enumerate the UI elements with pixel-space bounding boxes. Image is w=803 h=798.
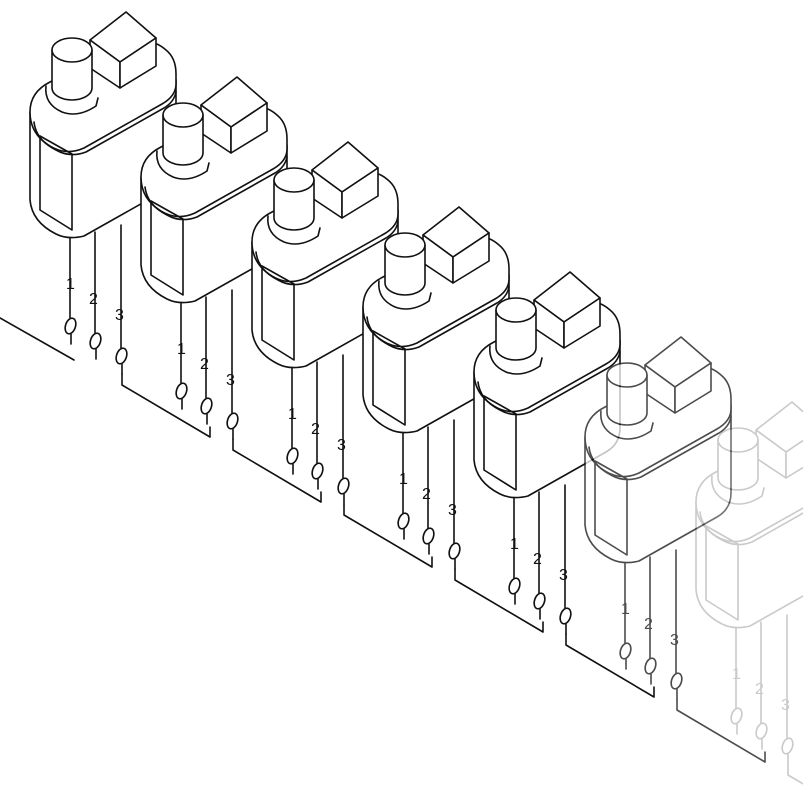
pin-label: 1 (66, 276, 75, 293)
round-cap-top (606, 362, 648, 388)
pin-terminal (397, 512, 410, 530)
pin-terminal (533, 592, 546, 610)
pin-terminal (64, 317, 77, 335)
connector-unit: 123 (140, 76, 322, 503)
connector-unit: 123 (473, 271, 655, 698)
pin-label: 1 (288, 406, 297, 423)
bus-wire (787, 763, 803, 785)
round-cap-side (606, 374, 648, 426)
bus-wire (343, 503, 433, 568)
pin-terminal (448, 542, 461, 560)
bus-wire (121, 373, 211, 438)
pin-terminal (337, 477, 350, 495)
bus-wire-lead (0, 317, 75, 361)
pin-label: 1 (510, 536, 519, 553)
round-cap-collar (600, 410, 654, 440)
pin-label: 3 (448, 502, 457, 519)
connector-unit: 123 (584, 336, 766, 763)
pin-terminal (311, 462, 324, 480)
pin-terminal (644, 657, 657, 675)
pin-terminal (619, 642, 632, 660)
connector-top (695, 430, 803, 543)
pin-terminal (89, 332, 102, 350)
connector-window (39, 135, 73, 231)
bus-wire (454, 568, 544, 633)
pin-label: 2 (533, 551, 542, 568)
square-cap-right (785, 439, 803, 479)
square-cap-right (452, 232, 490, 284)
round-cap-side (51, 49, 93, 101)
pin-label: 1 (621, 601, 630, 618)
square-cap-right (674, 362, 712, 414)
connector-window (483, 395, 517, 491)
pin-label: 3 (670, 632, 679, 649)
pin-label: 3 (337, 437, 346, 454)
round-cap-top (384, 232, 426, 258)
bus-wire (676, 698, 766, 763)
connector-unit: 123 (362, 206, 544, 633)
connector-window (261, 265, 295, 361)
pin-label: 3 (781, 697, 790, 714)
pin-terminal (508, 577, 521, 595)
connector-unit: 123 (29, 11, 211, 438)
pin-label: 3 (115, 307, 124, 324)
square-cap-right (119, 37, 157, 89)
pin-label: 2 (200, 356, 209, 373)
connector-unit: 123 (695, 401, 803, 785)
pin-terminal (559, 607, 572, 625)
pin-terminal (286, 447, 299, 465)
connector-window (150, 200, 184, 296)
round-cap-side (162, 114, 204, 166)
pin-terminal (730, 707, 743, 725)
round-cap-side (495, 309, 537, 361)
pin-terminal (200, 397, 213, 415)
round-cap-collar (267, 215, 321, 245)
round-cap-collar (378, 280, 432, 310)
connector-rim (699, 511, 803, 546)
connector-window (705, 525, 739, 621)
round-cap-side (717, 439, 759, 491)
pin-label: 2 (755, 681, 764, 698)
round-cap-top (717, 427, 759, 453)
connector-body (695, 477, 803, 629)
connector-window (372, 330, 406, 426)
pin-label: 2 (644, 616, 653, 633)
round-cap-collar (711, 475, 765, 505)
round-cap-top (51, 37, 93, 63)
pin-label: 3 (559, 567, 568, 584)
round-cap-collar (45, 85, 99, 115)
pin-terminal (670, 672, 683, 690)
round-cap-collar (489, 345, 543, 375)
square-cap-right (341, 167, 379, 219)
bus-wire (565, 633, 655, 698)
pin-label: 2 (422, 486, 431, 503)
pin-label: 1 (399, 471, 408, 488)
square-cap-top (755, 401, 803, 453)
pin-label: 2 (89, 291, 98, 308)
pin-terminal (422, 527, 435, 545)
square-cap-right (563, 297, 601, 349)
pin-terminal (175, 382, 188, 400)
round-cap-side (273, 179, 315, 231)
pin-terminal (115, 347, 128, 365)
pin-label: 2 (311, 421, 320, 438)
connector-unit: 123 (251, 141, 433, 568)
round-cap-top (495, 297, 537, 323)
pin-label: 1 (732, 666, 741, 683)
pin-terminal (781, 737, 794, 755)
round-cap-collar (156, 150, 210, 180)
pin-terminal (226, 412, 239, 430)
round-cap-top (273, 167, 315, 193)
pin-terminal (755, 722, 768, 740)
square-cap-right (230, 102, 268, 154)
connector-window (594, 460, 628, 556)
round-cap-side (384, 244, 426, 296)
round-cap-top (162, 102, 204, 128)
pin-label: 1 (177, 341, 186, 358)
bus-wire (232, 438, 322, 503)
pin-label: 3 (226, 372, 235, 389)
square-cap-left (755, 429, 787, 479)
